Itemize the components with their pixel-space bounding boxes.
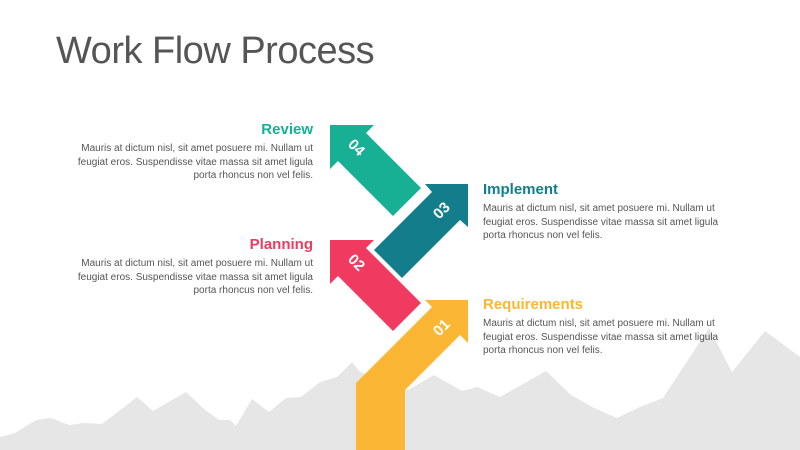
arrow-step-02: 02 (330, 240, 421, 331)
step-requirements: Requirements Mauris at dictum nisl, sit … (483, 296, 743, 358)
arrow-step-01: 01 (356, 300, 468, 450)
step-description: Mauris at dictum nisl, sit amet posuere … (483, 203, 719, 241)
step-heading: Requirements (483, 296, 584, 313)
step-heading: Planning (249, 236, 313, 253)
step-implement: Implement Mauris at dictum nisl, sit ame… (483, 181, 743, 243)
step-description: Mauris at dictum nisl, sit amet posuere … (483, 318, 719, 356)
step-review: Review Mauris at dictum nisl, sit amet p… (53, 121, 313, 183)
step-heading: Implement (483, 181, 559, 198)
page-title: Work Flow Process (56, 30, 375, 72)
step-planning: Planning Mauris at dictum nisl, sit amet… (53, 236, 313, 298)
arrow-step-03: 03 (374, 184, 468, 278)
arrow-step-04: 04 (330, 125, 421, 216)
step-description: Mauris at dictum nisl, sit amet posuere … (77, 258, 313, 296)
step-description: Mauris at dictum nisl, sit amet posuere … (77, 143, 313, 181)
step-heading: Review (261, 121, 313, 138)
